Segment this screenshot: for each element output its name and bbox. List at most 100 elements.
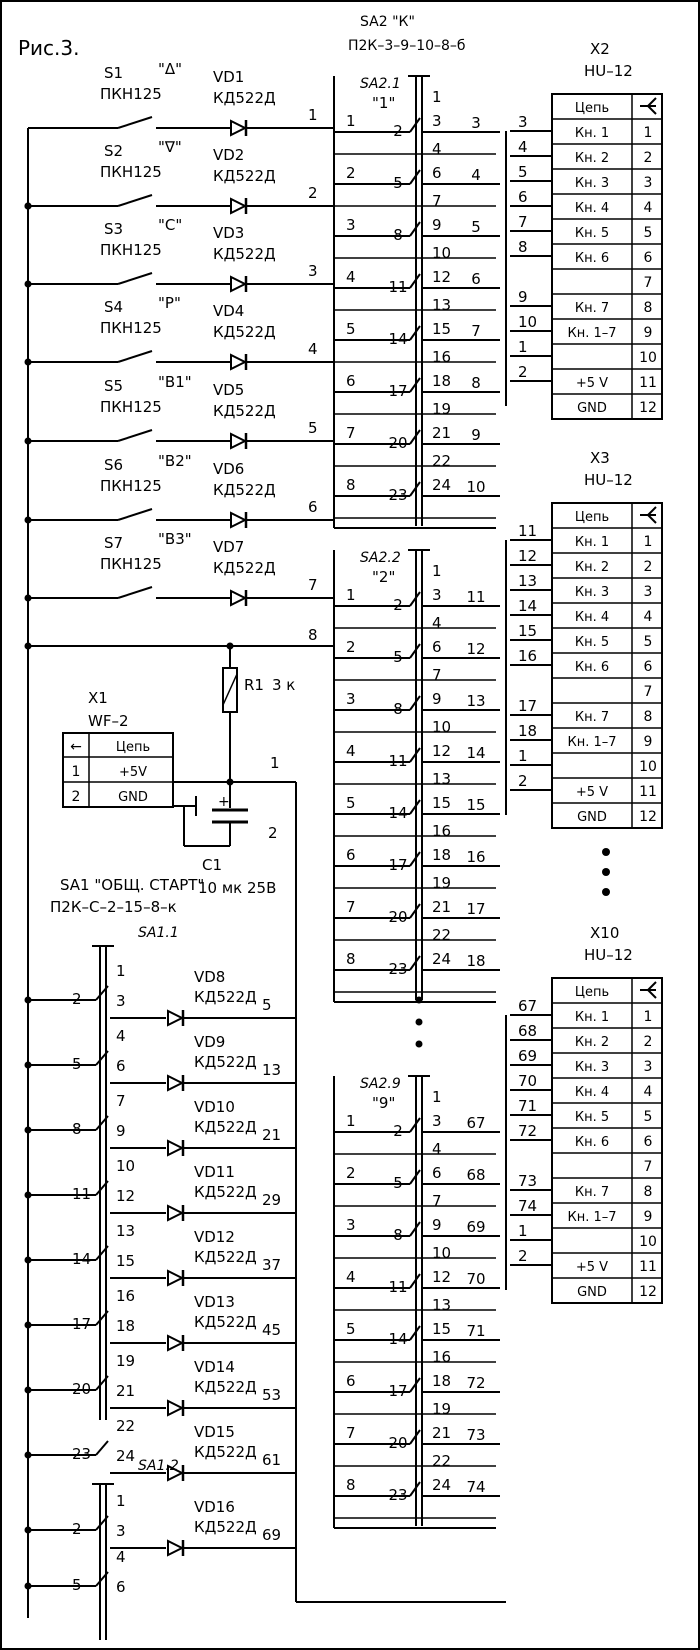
connector-wire-number: 2 (518, 1247, 528, 1265)
sa1-diode-type: КД522Д (194, 1378, 257, 1396)
sa1-wire-number: 5 (262, 996, 272, 1014)
connector-pin: 8 (644, 1184, 653, 1200)
connector-net: Кн. 1 (575, 1010, 609, 1025)
switch-pin: 21 (432, 898, 451, 916)
connector-header: Цепь (575, 101, 609, 116)
switch-pin: 24 (432, 476, 451, 494)
sa12-wire-number: 69 (262, 1526, 281, 1544)
switch-pin: 24 (432, 1476, 451, 1494)
rotor-contact (409, 851, 421, 867)
plug-icon (640, 97, 657, 115)
sa1-bus-junction (24, 1126, 32, 1134)
switch-pin: 9 (432, 1216, 442, 1234)
switch-pin: 7 (432, 1192, 442, 1210)
sa1-diode (167, 1399, 185, 1417)
sa1-diode-type: КД522Д (194, 988, 257, 1006)
diode-type: КД522Д (213, 323, 276, 341)
sa1-rotor-contact (95, 1440, 109, 1456)
diode-ref: VD1 (213, 68, 244, 86)
sa1-bus-junction (24, 1386, 32, 1394)
rotor-contact (409, 1221, 421, 1237)
section-output-number: 4 (471, 166, 481, 184)
sa1-ref: SA1 "ОБЩ. СТАРТ" (60, 876, 204, 894)
sa1-pin: 9 (116, 1122, 126, 1140)
connector-net: GND (577, 1285, 607, 1300)
connector-pin: 10 (639, 350, 657, 366)
rotor-contact (409, 1481, 421, 1497)
switch-pin: 10 (432, 244, 451, 262)
v5-junction (226, 778, 234, 786)
sa1-bus-junction (24, 1191, 32, 1199)
sa1-rotor-contact (95, 1375, 109, 1391)
connector-net: Кн. 2 (575, 560, 609, 575)
connector-pin: 6 (644, 659, 653, 675)
button-name: "В3" (158, 530, 192, 548)
button-ref: S4 (104, 298, 123, 316)
sa1-diode (167, 1139, 185, 1157)
diode-ref: VD4 (213, 302, 244, 320)
switch-pin: 19 (432, 400, 451, 418)
connector-pin: 8 (644, 300, 653, 316)
button-name: "Δ" (158, 60, 182, 78)
sa1-diode-ref: VD14 (194, 1358, 235, 1376)
connector-net: Кн. 1–7 (567, 1210, 616, 1225)
connector-pin: 1 (644, 125, 653, 141)
x1-table (62, 732, 174, 808)
bus-junction (24, 358, 32, 366)
connector-net: Кн. 7 (575, 301, 609, 316)
connector-wire-number: 8 (518, 238, 528, 256)
sa1-rotor-contact (95, 1115, 109, 1131)
section-output-number: 12 (466, 640, 485, 658)
rotor-contact (409, 955, 421, 971)
connector-wire-number: 2 (518, 363, 528, 381)
switch-pin: 12 (432, 742, 451, 760)
connector-wire-number: 18 (518, 722, 537, 740)
switch-pin: 1 (432, 562, 442, 580)
connector-pin: 9 (644, 734, 653, 750)
switch-pin: 13 (432, 296, 451, 314)
sa1-diode-ref: VD10 (194, 1098, 235, 1116)
switch-pin: 23 (388, 1486, 407, 1504)
connector-type: HU–12 (584, 946, 633, 964)
connector-wire-number: 1 (518, 338, 528, 356)
switch-pin: 15 (432, 1320, 451, 1338)
switch-pin: 17 (388, 382, 407, 400)
diode-type: КД522Д (213, 559, 276, 577)
section-output-number: 72 (466, 1374, 485, 1392)
section-ref: SA2.2 (360, 550, 401, 566)
switch-pin: 2 (393, 122, 403, 140)
connector-pin: 11 (639, 1259, 657, 1275)
connector-wire-number: 1 (518, 1222, 528, 1240)
connector-table (551, 93, 663, 420)
connector-wire-number: 69 (518, 1047, 537, 1065)
sa1-wire-number: 61 (262, 1451, 281, 1469)
switch-pin: 22 (432, 452, 451, 470)
connector-pin: 4 (644, 200, 653, 216)
connector-net: +5 V (576, 785, 608, 800)
rotor-contact (409, 117, 421, 133)
section-output-number: 13 (466, 692, 485, 710)
switch-pin: 3 (432, 112, 442, 130)
switch-pin: 10 (432, 1244, 451, 1262)
section-input-number: 6 (346, 846, 356, 864)
section-output-number: 9 (471, 426, 481, 444)
connector-pin: 3 (644, 1059, 653, 1075)
section-input-number: 4 (346, 268, 356, 286)
connector-pin: 9 (644, 325, 653, 341)
switch-pin: 2 (393, 596, 403, 614)
switch-pin: 1 (432, 88, 442, 106)
section-input-number: 7 (346, 1424, 356, 1442)
section-output-number: 6 (471, 270, 481, 288)
switch-pin: 20 (388, 1434, 407, 1452)
diode-type: КД522Д (213, 245, 276, 263)
sa1-wire-number: 29 (262, 1191, 281, 1209)
rotor-contact (409, 273, 421, 289)
connector-pin: 9 (644, 1209, 653, 1225)
connector-ref: X2 (590, 40, 610, 58)
section-input-number: 8 (346, 1476, 356, 1494)
sa1-rotor-contact (95, 985, 109, 1001)
diode-type: КД522Д (213, 481, 276, 499)
section-output-number: 71 (466, 1322, 485, 1340)
sa1-diode-ref: VD11 (194, 1163, 235, 1181)
section-input-number: 7 (346, 424, 356, 442)
